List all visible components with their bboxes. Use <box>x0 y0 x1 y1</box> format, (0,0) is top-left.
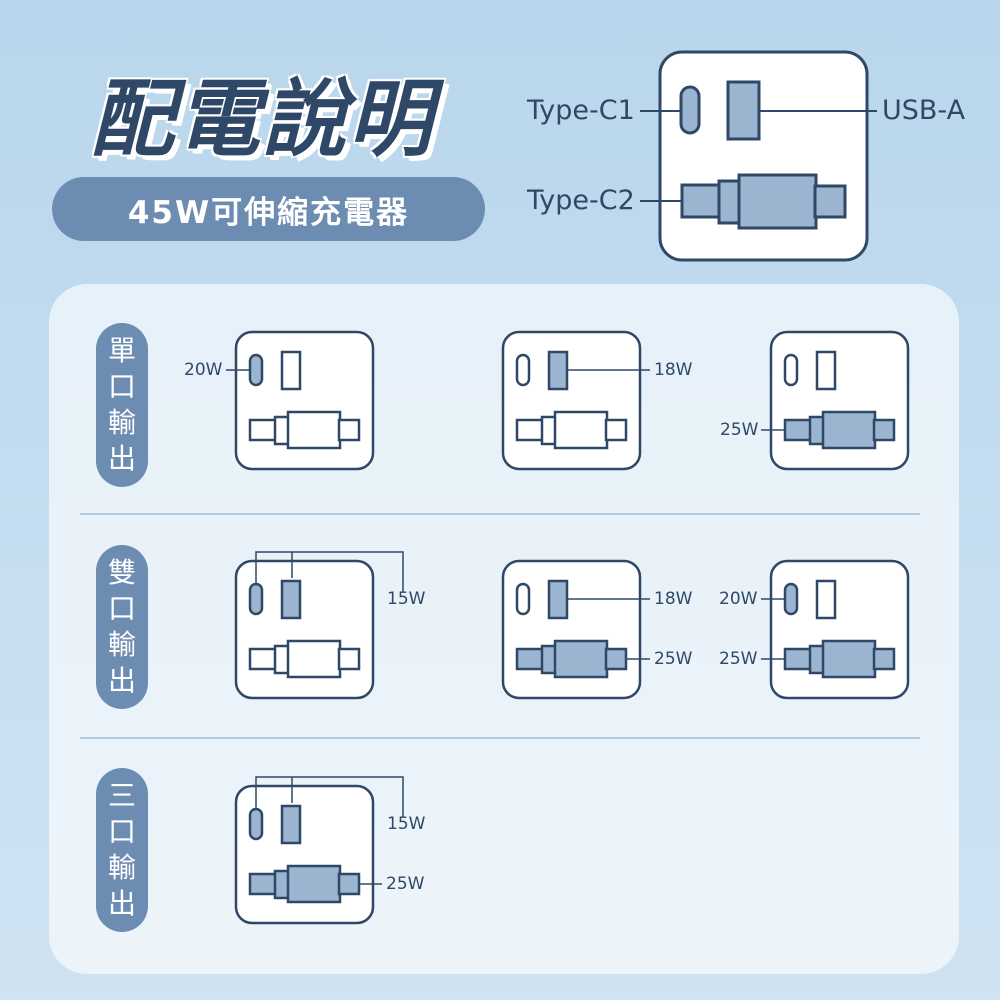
type-c1-label: Type-C1 <box>527 95 635 126</box>
watt-label: 20W <box>184 360 223 380</box>
type-c2-plug-left <box>680 183 722 219</box>
type-c2-plug-neck <box>717 179 742 225</box>
row-divider <box>80 513 920 515</box>
row-label-dual: 雙口輸出 <box>96 545 148 709</box>
subtitle-badge: 45W可伸縮充電器 <box>52 177 485 241</box>
usb-a-label: USB-A <box>882 95 966 126</box>
watt-label: 15W <box>387 814 426 834</box>
watt-label: 20W <box>719 589 758 609</box>
watt-label: 15W <box>387 589 426 609</box>
watt-label: 18W <box>654 360 693 380</box>
row-label-single: 單口輸出 <box>96 323 148 487</box>
watt-label: 25W <box>719 649 758 669</box>
type-c2-label: Type-C2 <box>527 185 635 216</box>
type-c2-plug-right <box>813 184 847 219</box>
watt-label: 25W <box>720 420 759 440</box>
output-panel <box>49 284 959 974</box>
page-title: 配電說明 <box>90 70 435 168</box>
type-c1-port <box>679 85 701 135</box>
row-label-triple: 三口輸出 <box>96 768 148 932</box>
watt-label: 25W <box>654 649 693 669</box>
charger-face <box>658 50 869 262</box>
row-divider <box>80 737 920 739</box>
watt-label: 18W <box>654 589 693 609</box>
type-c2-plug-body <box>737 173 818 230</box>
usb-a-port <box>726 80 761 141</box>
watt-label: 25W <box>386 874 425 894</box>
